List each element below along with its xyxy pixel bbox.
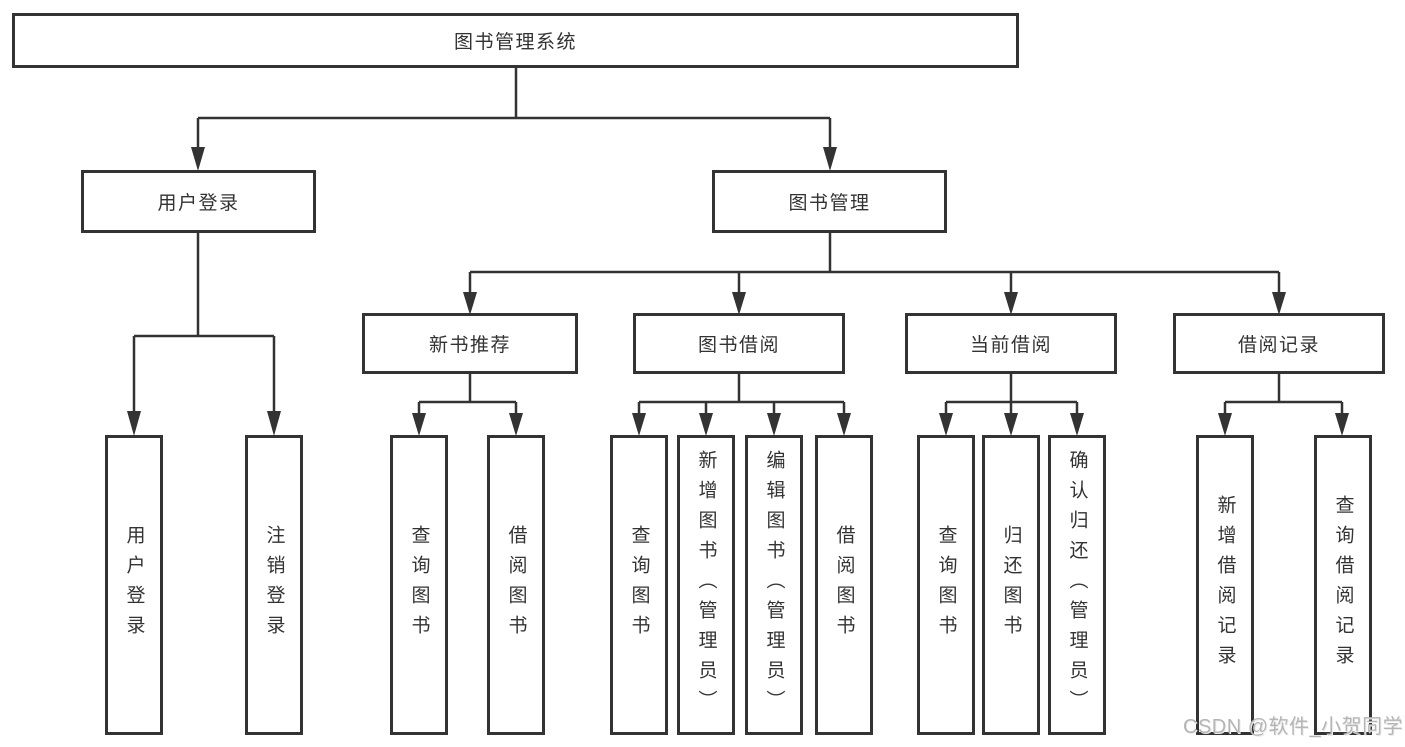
leaf-add-borrow-record: 新增借阅记录 — [1196, 435, 1254, 735]
leaf-query-borrow-record: 查询借阅记录 — [1314, 435, 1372, 735]
leaf-add-book-admin-label: 新增图书（管理员） — [695, 450, 717, 720]
leaf-current-query-books-label: 查询图书 — [935, 525, 957, 645]
leaf-logout-label: 注销登录 — [263, 525, 285, 645]
leaf-edit-book-admin: 编辑图书（管理员） — [745, 435, 803, 735]
node-borrow-records-label: 借阅记录 — [1237, 335, 1320, 356]
node-user-login: 用户登录 — [81, 170, 316, 233]
leaf-confirm-return-admin: 确认归还（管理员） — [1048, 435, 1106, 735]
node-root: 图书管理系统 — [12, 13, 1019, 68]
leaf-borrow-books: 借阅图书 — [815, 435, 873, 735]
connector-user-login-to-leaves — [127, 233, 281, 436]
leaf-user-login: 用户登录 — [105, 435, 163, 735]
leaf-recommend-borrow-books: 借阅图书 — [487, 435, 545, 735]
node-new-book-recommend: 新书推荐 — [362, 313, 578, 374]
connector-book-management-to-level3 — [463, 233, 1286, 315]
node-current-borrow: 当前借阅 — [905, 313, 1117, 374]
connector-recommend-to-leaves — [412, 374, 523, 436]
leaf-recommend-query-books: 查询图书 — [390, 435, 448, 735]
node-user-login-label: 用户登录 — [157, 193, 240, 214]
connector-current-to-leaves — [939, 374, 1084, 436]
leaf-recommend-borrow-books-label: 借阅图书 — [505, 525, 527, 645]
node-book-management-label: 图书管理 — [788, 193, 871, 214]
connector-borrow-to-leaves — [632, 374, 851, 436]
node-borrow-records: 借阅记录 — [1173, 313, 1385, 374]
leaf-borrow-books-label: 借阅图书 — [833, 525, 855, 645]
leaf-add-borrow-record-label: 新增借阅记录 — [1214, 495, 1236, 675]
leaf-borrow-query-books-label: 查询图书 — [628, 525, 650, 645]
leaf-return-book-label: 归还图书 — [1000, 525, 1022, 645]
csdn-watermark: CSDN @软件_小贺同学 — [1183, 716, 1404, 738]
leaf-logout: 注销登录 — [245, 435, 303, 735]
node-root-label: 图书管理系统 — [453, 32, 577, 53]
leaf-user-login-label: 用户登录 — [123, 525, 145, 645]
node-current-borrow-label: 当前借阅 — [969, 335, 1052, 356]
leaf-add-book-admin: 新增图书（管理员） — [677, 435, 735, 735]
leaf-current-query-books: 查询图书 — [917, 435, 975, 735]
node-book-borrow-label: 图书借阅 — [697, 335, 780, 356]
node-new-book-recommend-label: 新书推荐 — [428, 335, 511, 356]
node-book-management: 图书管理 — [712, 170, 947, 233]
connector-records-to-leaves — [1218, 374, 1349, 436]
leaf-recommend-query-books-label: 查询图书 — [408, 525, 430, 645]
connector-root-to-level2 — [191, 68, 837, 171]
node-book-borrow: 图书借阅 — [633, 313, 845, 374]
leaf-return-book: 归还图书 — [982, 435, 1040, 735]
leaf-query-borrow-record-label: 查询借阅记录 — [1332, 495, 1354, 675]
leaf-borrow-query-books: 查询图书 — [610, 435, 668, 735]
leaf-edit-book-admin-label: 编辑图书（管理员） — [763, 450, 785, 720]
leaf-confirm-return-admin-label: 确认归还（管理员） — [1066, 450, 1088, 720]
